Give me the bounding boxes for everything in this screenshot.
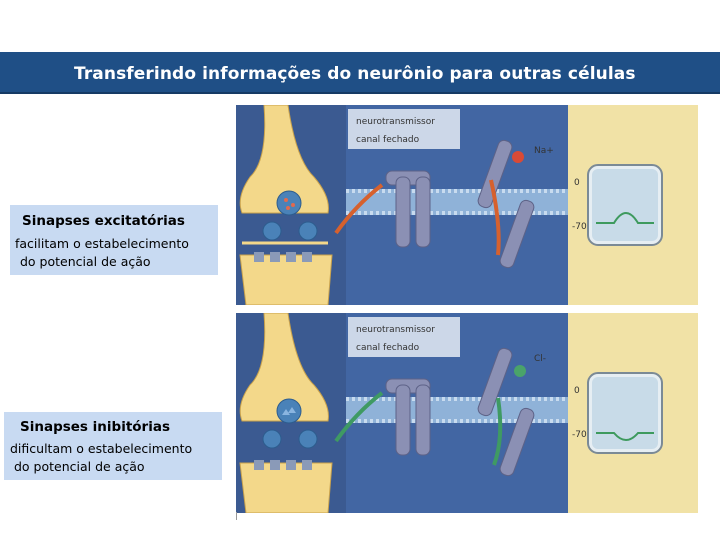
- closed-channel-label: canal fechado: [356, 343, 420, 353]
- ion-label: Cl-: [534, 354, 546, 364]
- neurotransmitter-label: neurotransmissor: [356, 117, 435, 127]
- ion-flow-arrow: [492, 397, 503, 466]
- receptor-channel: [385, 378, 431, 456]
- excitatory-label-box: Sinapses excitatórias facilitam o estabe…: [10, 205, 218, 275]
- title-bar: Transferindo informações do neurônio par…: [0, 52, 720, 94]
- postsynaptic-cell: [239, 254, 333, 305]
- synaptic-vesicle: [276, 190, 302, 216]
- ion-flow-arrow: [489, 179, 501, 256]
- ion-label: Na+: [534, 146, 554, 156]
- excitatory-synapse-figure: neurotransmissor canal fechado Na+ 0 -70: [236, 105, 698, 305]
- inhibitory-synapse-figure: neurotransmissor canal fechado Cl- 0 -70: [236, 313, 698, 513]
- inhibitory-synapse-illustration: neurotransmissor canal fechado Cl- 0 -70: [236, 313, 698, 513]
- synaptic-vesicle: [262, 221, 282, 241]
- membrane-bilayer: [346, 189, 568, 215]
- synaptic-vesicle: [276, 398, 302, 424]
- open-channel: [477, 347, 535, 477]
- excitatory-line-1: facilitam o estabelecimento: [15, 236, 189, 251]
- excitatory-line-2: do potencial de ação: [20, 254, 151, 269]
- mark-zero: 0: [574, 178, 580, 188]
- divider: [236, 512, 237, 520]
- synaptic-vesicle: [298, 429, 318, 449]
- depolarization-trace: [596, 212, 654, 224]
- neurotransmitter-arrow: [334, 391, 384, 443]
- receptor-channel: [385, 170, 431, 248]
- inhibitory-title: Sinapses inibitórias: [20, 419, 170, 435]
- presynaptic-terminal: [239, 105, 329, 214]
- closed-channel-label: canal fechado: [356, 135, 420, 145]
- membrane-bilayer: [346, 397, 568, 423]
- ion-sphere: [512, 151, 524, 163]
- open-channel: [477, 139, 535, 269]
- mark-minus70: -70: [572, 430, 587, 440]
- excitatory-synapse-illustration: neurotransmissor canal fechado Na+ 0 -70: [236, 105, 698, 305]
- inhibitory-label-box: Sinapses inibitórias dificultam o estabe…: [4, 412, 222, 480]
- ion-sphere: [514, 365, 526, 377]
- synaptic-vesicle: [298, 221, 318, 241]
- excitatory-title: Sinapses excitatórias: [22, 213, 185, 229]
- inhibitory-line-1: dificultam o estabelecimento: [10, 441, 193, 456]
- slide-title: Transferindo informações do neurônio par…: [74, 64, 636, 84]
- hyperpolarization-trace: [596, 432, 654, 441]
- inhibitory-line-2: do potencial de ação: [14, 459, 145, 474]
- synaptic-vesicle: [262, 429, 282, 449]
- mark-minus70: -70: [572, 222, 587, 232]
- postsynaptic-cell: [239, 462, 333, 513]
- mark-zero: 0: [574, 386, 580, 396]
- presynaptic-terminal: [239, 313, 329, 422]
- neurotransmitter-label: neurotransmissor: [356, 325, 435, 335]
- neurotransmitter-arrow: [334, 183, 384, 235]
